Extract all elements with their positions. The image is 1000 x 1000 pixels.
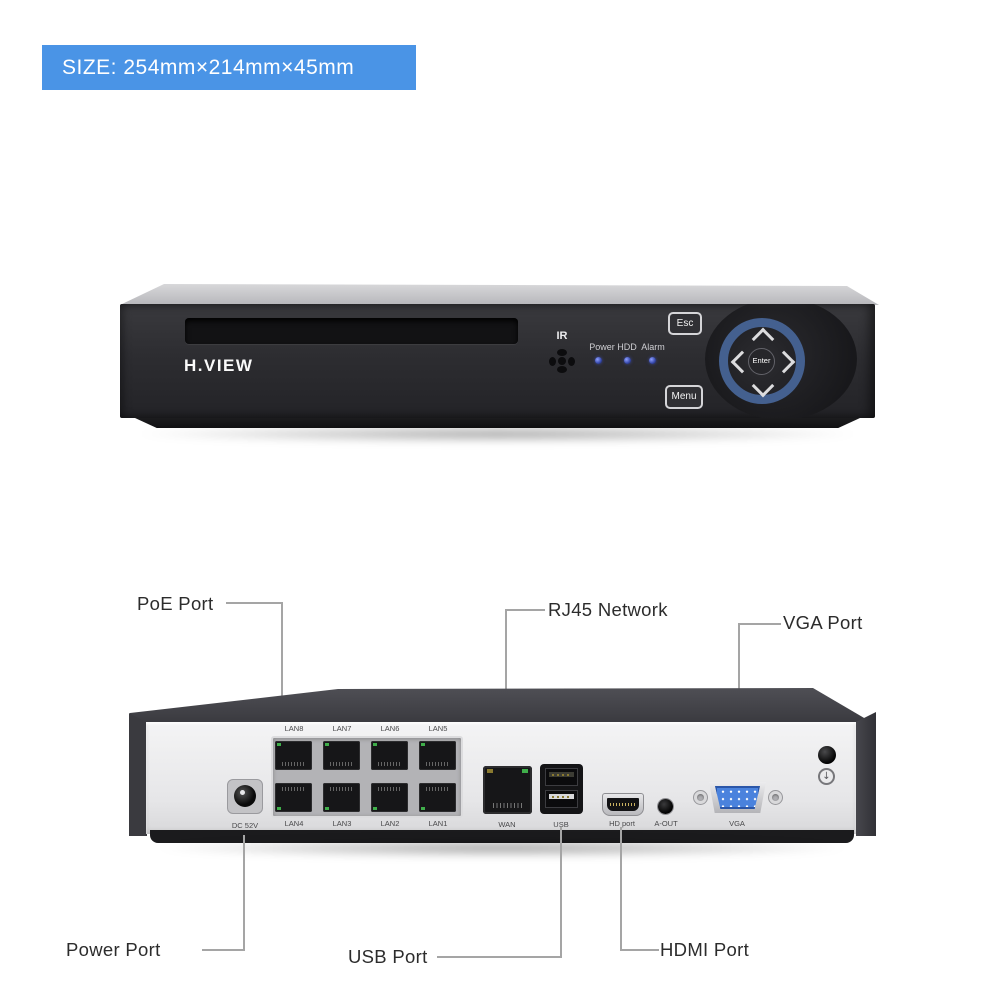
back-shadow xyxy=(150,838,854,858)
vga-callout-line xyxy=(739,623,781,625)
rj45-callout-line-v xyxy=(505,609,507,766)
hdd-led xyxy=(624,357,631,364)
poe-callout-line xyxy=(226,602,282,604)
usb-label: USB xyxy=(553,820,569,829)
front-shadow xyxy=(130,425,865,443)
hdd-led-label: HDD xyxy=(617,342,637,352)
vga-label: VGA xyxy=(729,819,745,828)
back-base xyxy=(150,830,854,843)
back-right-edge xyxy=(856,712,876,836)
hdmi-label: HD port xyxy=(609,819,635,828)
hdmi-port xyxy=(602,793,644,816)
lan6-label: LAN6 xyxy=(380,724,400,733)
ground-symbol-icon: ↓ xyxy=(818,768,835,785)
front-vent-slot xyxy=(185,318,518,344)
lan1-label: LAN1 xyxy=(428,819,448,828)
front-top-surface xyxy=(120,284,879,305)
poe-callout-line-v xyxy=(281,602,283,726)
esc-button: Esc xyxy=(668,312,702,335)
menu-button: Menu xyxy=(665,385,703,409)
vga-screw-right xyxy=(768,790,783,805)
vga-pins xyxy=(715,786,760,809)
ir-label: IR xyxy=(556,330,568,342)
back-panel: DC 52V LAN8 LAN7 LAN6 LAN5 LAN4 LAN3 LAN… xyxy=(146,722,856,834)
lan7-label: LAN7 xyxy=(332,724,352,733)
usb-callout-line-v xyxy=(560,827,562,958)
enter-button: Enter xyxy=(748,348,775,375)
power-port-label: Power Port xyxy=(66,939,161,960)
dpad-ring xyxy=(719,318,805,404)
power-callout-line xyxy=(202,949,244,951)
usb-callout-line xyxy=(437,956,562,958)
hdmi-callout-line xyxy=(621,949,659,951)
alarm-led xyxy=(649,357,656,364)
wan-label: WAN xyxy=(498,820,516,829)
lan5-label: LAN5 xyxy=(428,724,448,733)
lan3-port xyxy=(323,783,360,812)
front-base xyxy=(135,418,860,428)
hdmi-port-label: HDMI Port xyxy=(660,939,750,960)
lan2-label: LAN2 xyxy=(380,819,400,828)
brand-logo: H.VIEW xyxy=(184,356,254,375)
lan4-label: LAN4 xyxy=(284,819,304,828)
front-face: H.VIEW IR Power HDD Alarm Esc Menu Enter xyxy=(120,304,875,418)
back-left-edge xyxy=(129,713,147,836)
ir-receiver-icon xyxy=(549,349,575,373)
rj45-network-label: RJ45 Network xyxy=(548,599,668,620)
power-led-label: Power xyxy=(589,342,615,352)
lan1-port xyxy=(419,783,456,812)
lan8-label: LAN8 xyxy=(284,724,304,733)
lan2-port xyxy=(371,783,408,812)
size-badge: SIZE: 254mm×214mm×45mm xyxy=(42,45,416,90)
usb-port-label: USB Port xyxy=(348,946,428,967)
power-callout-line-v xyxy=(243,835,245,951)
case-screw xyxy=(818,746,836,764)
lan8-port xyxy=(275,741,312,770)
wan-port xyxy=(483,766,532,814)
audio-out-label: A-OUT xyxy=(654,819,678,828)
vga-screw-left xyxy=(693,790,708,805)
dc-power-jack xyxy=(227,779,263,814)
lan3-label: LAN3 xyxy=(332,819,352,828)
lan7-port xyxy=(323,741,360,770)
lan4-port xyxy=(275,783,312,812)
poe-port-label: PoE Port xyxy=(137,593,214,614)
hdmi-callout-line-v xyxy=(620,827,622,951)
rj45-callout-line xyxy=(505,609,545,611)
lan5-port xyxy=(419,741,456,770)
alarm-led-label: Alarm xyxy=(641,342,665,352)
dc-port-label: DC 52V xyxy=(231,821,259,830)
usb-ports xyxy=(540,764,583,814)
vga-port xyxy=(709,782,766,813)
power-led xyxy=(595,357,602,364)
lan6-port xyxy=(371,741,408,770)
vga-port-label: VGA Port xyxy=(783,612,863,633)
audio-out-jack xyxy=(658,799,673,814)
poe-lan-recess xyxy=(271,736,463,818)
